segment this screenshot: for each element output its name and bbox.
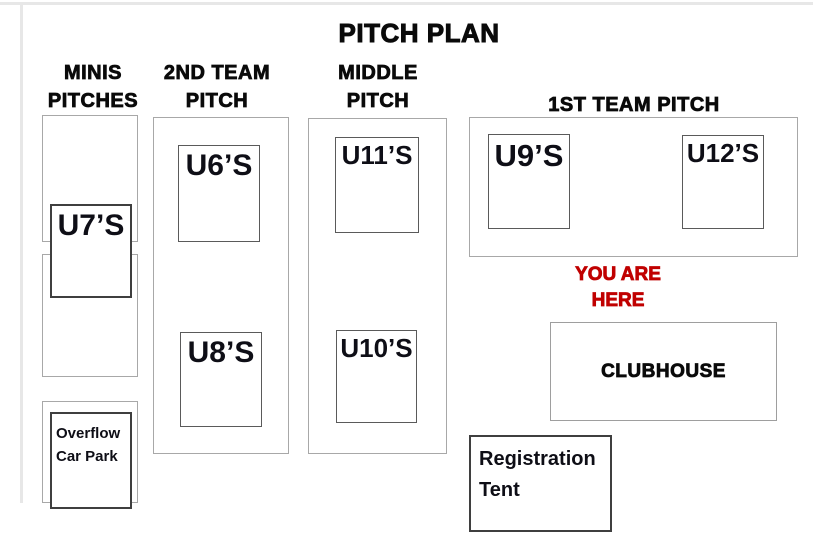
page-title: PITCH PLAN bbox=[338, 18, 500, 49]
header-2nd-team-line1: 2ND TEAM bbox=[163, 62, 271, 85]
pitch-u7: U7’S bbox=[50, 204, 132, 298]
clubhouse-box: CLUBHOUSE bbox=[550, 322, 777, 421]
registration-tent-box: Registration Tent bbox=[469, 435, 612, 532]
overflow-car-park-line2: Car Park bbox=[56, 448, 118, 465]
header-1st-team-pitch: 1ST TEAM PITCH bbox=[548, 94, 720, 117]
header-minis-pitches: MINIS PITCHES bbox=[23, 59, 163, 115]
header-middle-line2: PITCH bbox=[346, 90, 410, 113]
registration-tent-line1: Registration bbox=[479, 448, 596, 470]
header-2nd-team-line2: PITCH bbox=[185, 90, 249, 113]
pitch-u11: U11’S bbox=[335, 137, 419, 233]
pitch-u12: U12’S bbox=[682, 135, 764, 229]
clubhouse-label: CLUBHOUSE bbox=[601, 360, 726, 382]
registration-tent-line2: Tent bbox=[479, 479, 520, 501]
header-minis-line1: MINIS bbox=[63, 62, 123, 85]
overflow-car-park-line1: Overflow bbox=[56, 425, 121, 442]
page-border-left bbox=[20, 2, 23, 503]
pitch-u10: U10’S bbox=[336, 330, 417, 423]
header-middle-line1: MIDDLE bbox=[338, 62, 418, 85]
you-are-here-line2: HERE bbox=[591, 290, 645, 312]
header-2nd-team-pitch: 2ND TEAM PITCH bbox=[147, 59, 287, 115]
pitch-u9: U9’S bbox=[488, 134, 570, 229]
pitch-u6: U6’S bbox=[178, 145, 260, 242]
you-are-here-label: YOU ARE HERE bbox=[538, 262, 698, 314]
you-are-here-line1: YOU ARE bbox=[575, 264, 662, 286]
overflow-car-park-box: Overflow Car Park bbox=[50, 412, 132, 509]
header-middle-pitch: MIDDLE PITCH bbox=[308, 59, 448, 115]
pitch-u8: U8’S bbox=[180, 332, 262, 427]
header-minis-line2: PITCHES bbox=[47, 90, 139, 113]
page-border-top bbox=[0, 2, 813, 5]
